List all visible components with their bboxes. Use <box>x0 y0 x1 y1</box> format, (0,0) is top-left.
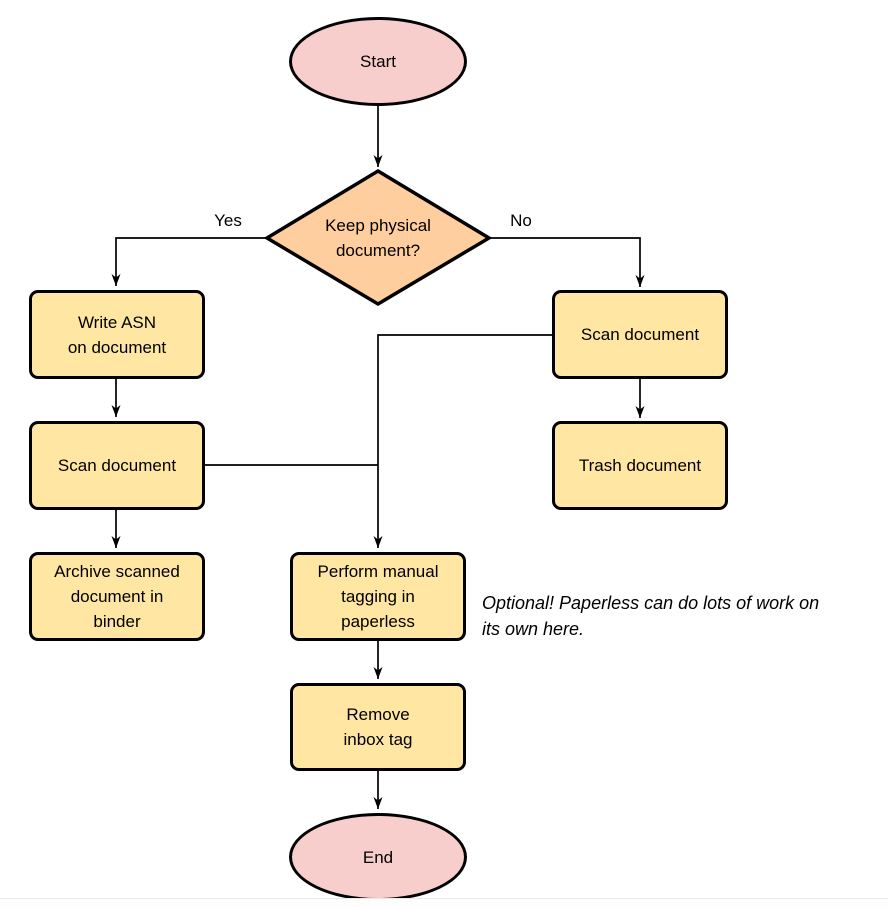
edge-decision-no-to-scan-right <box>489 237 645 287</box>
node-label-archive: Archive scanned document in binder <box>54 562 180 631</box>
flowchart-node-trash: Trash document <box>552 421 728 510</box>
flowchart-node-start: Start <box>289 17 467 106</box>
edge-scan-right-to-tagging <box>373 334 552 548</box>
flowchart-node-tagging: Perform manual tagging in paperless <box>290 552 466 641</box>
node-label-remove-tag: Remove inbox tag <box>343 705 413 749</box>
optional-note-text: Optional! Paperless can do lots of work … <box>482 593 820 639</box>
edge-label-no: No <box>510 211 532 230</box>
node-label-end: End <box>362 847 394 867</box>
page-bottom-divider <box>0 898 888 907</box>
node-label-write-asn: Write ASN on document <box>67 312 167 357</box>
node-label-tagging: Perform manual tagging in paperless <box>317 562 439 631</box>
flowchart-node-write-asn: Write ASN on document <box>29 290 205 379</box>
node-label-trash: Trash document <box>578 456 702 475</box>
flowchart-node-archive: Archive scanned document in binder <box>29 552 205 641</box>
flowchart-node-scan-left: Scan document <box>29 421 205 510</box>
edge-label-yes: Yes <box>214 211 242 230</box>
flowchart-node-end: End <box>289 813 467 901</box>
flowchart-node-remove-tag: Remove inbox tag <box>290 683 466 771</box>
node-label-scan-left: Scan document <box>57 456 177 475</box>
node-label-scan-right: Scan document <box>580 325 700 344</box>
flowchart-node-decision-label: Keep physical document? <box>283 211 473 265</box>
decision-diamond-shape <box>263 168 493 307</box>
node-label-decision: Keep physical document? <box>325 216 431 260</box>
edge-decision-yes-to-write-asn <box>111 237 267 286</box>
flowchart-node-scan-right: Scan document <box>552 290 728 379</box>
node-label-start: Start <box>360 52 396 71</box>
